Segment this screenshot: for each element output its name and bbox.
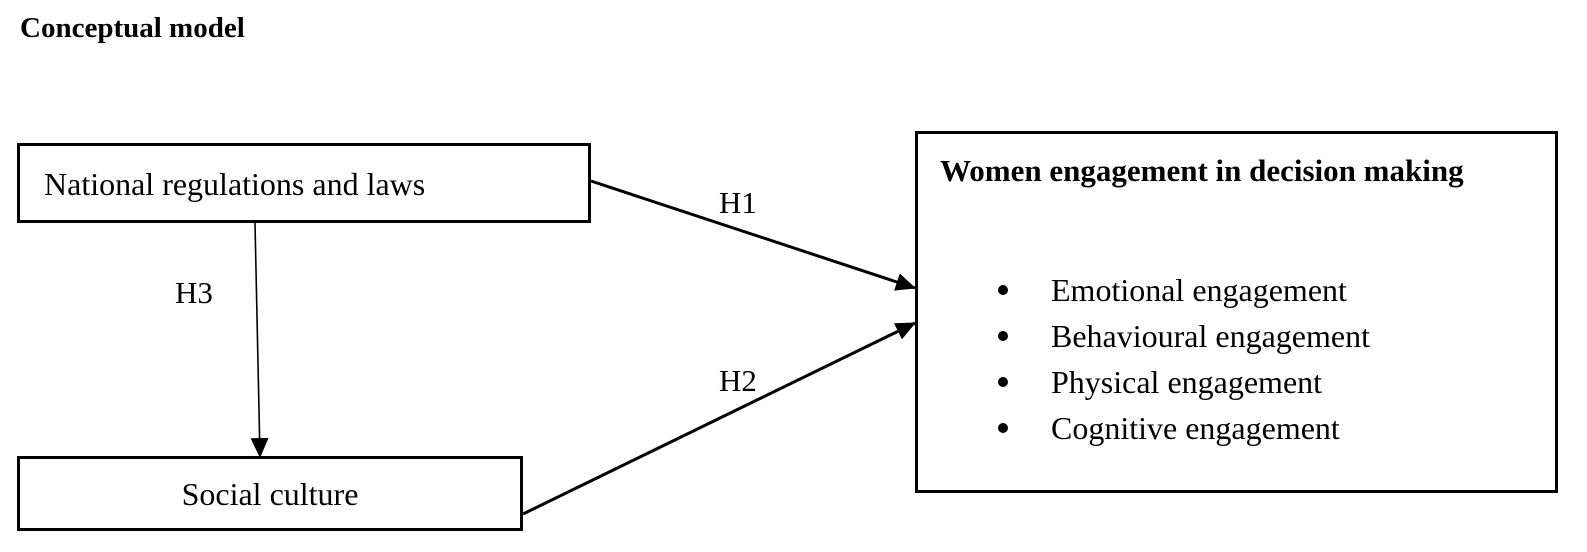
bullet-icon	[998, 377, 1008, 387]
bullet-icon	[998, 285, 1008, 295]
node-social-culture-label: Social culture	[181, 476, 359, 512]
engagement-item-label: Cognitive engagement	[1051, 410, 1340, 446]
engagement-item-label: Emotional engagement	[1051, 272, 1347, 308]
edge-label-h3: H3	[175, 275, 213, 310]
edge-label-h1: H1	[719, 185, 757, 220]
diagram-title: Conceptual model	[20, 12, 245, 44]
node-national-regulations-label: National regulations and laws	[44, 166, 426, 202]
arrow-h2	[522, 321, 916, 516]
arrow-h3	[250, 222, 269, 458]
node-women-engagement-heading: Women engagement in decision making	[940, 153, 1464, 188]
bullet-icon	[998, 331, 1008, 341]
engagement-item-label: Behavioural engagement	[1051, 318, 1370, 354]
bullet-icon	[998, 423, 1008, 433]
node-national-regulations: National regulations and laws	[17, 143, 591, 223]
node-social-culture: Social culture	[17, 456, 523, 531]
engagement-item-label: Physical engagement	[1051, 364, 1323, 400]
node-women-engagement: Women engagement in decision making Emot…	[915, 131, 1558, 493]
edge-label-h2: H2	[719, 363, 757, 398]
